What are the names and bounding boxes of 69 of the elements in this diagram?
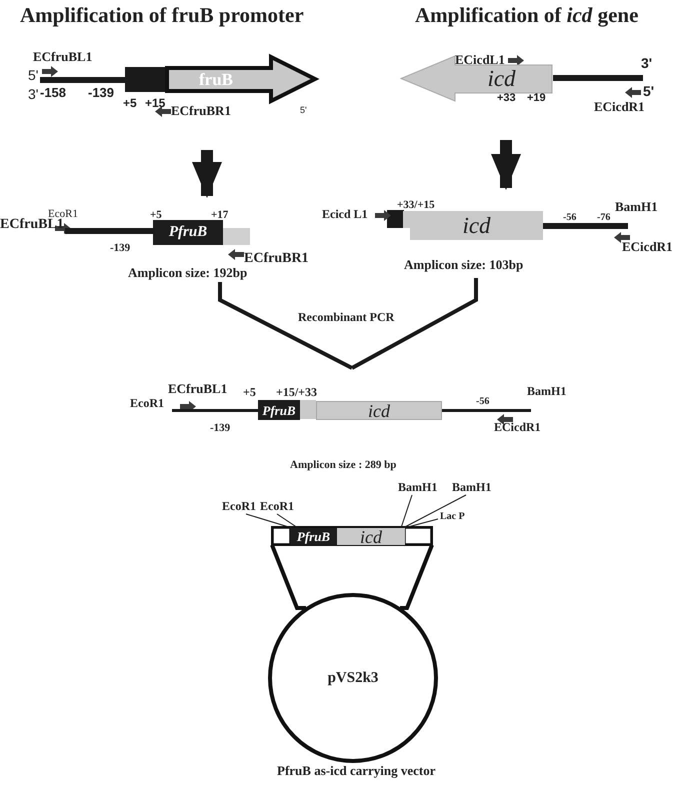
amplicon-size-text: Amplicon size: 192bp (128, 266, 248, 280)
annotation-label: ECicdR1 (594, 100, 645, 114)
annotation-label: +5 (243, 386, 256, 400)
annotation-label: -139 (110, 242, 130, 254)
leader-line (402, 494, 466, 528)
promoter-box: PfruB (290, 528, 337, 545)
promoter-box: PfruB (258, 400, 300, 420)
annotation-label: ECfruBR1 (171, 104, 231, 118)
dna-strand-bar (543, 223, 628, 229)
restriction-site-label: BamH1 (452, 481, 492, 494)
annotation-label: EcoR1 (130, 397, 164, 410)
gene-box: icd (316, 401, 442, 420)
restriction-site-label: BamH1 (398, 481, 438, 494)
gene-box: icd (410, 211, 543, 240)
annotation-label: -139 (88, 86, 114, 100)
leader-line (276, 514, 298, 528)
dna-strand-bar (172, 408, 258, 412)
annotation-label: ECfruBR1 (244, 251, 309, 266)
annotation-label: +33 (497, 92, 516, 104)
annotation-label: ECfruBL1 (33, 50, 92, 64)
annotation-label: +17 (211, 209, 228, 222)
annotation-label: BamH1 (615, 200, 658, 214)
annotation-label: ECicdR1 (494, 421, 541, 434)
annotation-label: Amplicon size : 289 bp (290, 459, 396, 472)
dna-strand-bar (442, 408, 531, 412)
recombination-line (218, 282, 353, 370)
plasmid-circle: pVS2k3 (268, 593, 438, 763)
annotation-label: 5' (643, 84, 654, 100)
gene-box: icd (337, 528, 405, 545)
dna-strand-bar (65, 228, 155, 234)
annotation-label: -56 (476, 396, 490, 407)
annotation-label: ECfruBL1 (0, 217, 64, 232)
annotation-label: 5' (300, 106, 307, 116)
promoter-box: PfruB (153, 220, 223, 245)
annotation-label: EcoR1 (48, 208, 78, 220)
annotation-label: 3' (641, 56, 652, 72)
restriction-site-label: EcoR1 (222, 500, 256, 514)
annotation-label: BamH1 (527, 385, 566, 398)
process-arrow (491, 140, 521, 190)
recombination-line (351, 278, 478, 370)
leader-line (404, 518, 438, 528)
process-arrow (192, 150, 222, 198)
dna-strand-bar (553, 75, 643, 81)
annotation-label: -158 (40, 86, 66, 100)
section-heading: Amplification of fruB promoter (20, 4, 304, 28)
annotation-label: -76 (597, 212, 610, 223)
figure-caption: PfruB as-icd carrying vector (277, 764, 436, 778)
annotation-label: ECicdR1 (622, 240, 673, 254)
annotation-label: ECfruBL1 (168, 382, 228, 396)
annotation-label: +5 (150, 209, 162, 222)
dna-strand-bar (40, 77, 125, 83)
annotation-label: Ecicd L1 (322, 208, 368, 222)
annotation-label: 5' (28, 68, 38, 84)
restriction-site-label: EcoR1 (260, 500, 294, 514)
annotation-label: ECicdL1 (455, 53, 505, 68)
annotation-label: +15/+33 (276, 386, 318, 400)
restriction-site-label: Lac P (440, 511, 465, 522)
amplicon-size-text: Amplicon size: 103bp (404, 258, 524, 272)
annotation-label: 3' (28, 87, 38, 102)
section-heading: Amplification of icd gene (415, 4, 638, 28)
annotation-label: +5 (123, 97, 137, 110)
annotation-label: Recombinant PCR (298, 311, 394, 324)
annotation-label: +15 (145, 97, 166, 110)
annotation-label: +33/+15 (397, 199, 435, 212)
leader-line (246, 514, 292, 528)
annotation-label: -56 (563, 212, 576, 223)
annotation-label: -139 (210, 422, 230, 434)
leader-line (400, 494, 412, 528)
annotation-label: +19 (527, 92, 546, 104)
